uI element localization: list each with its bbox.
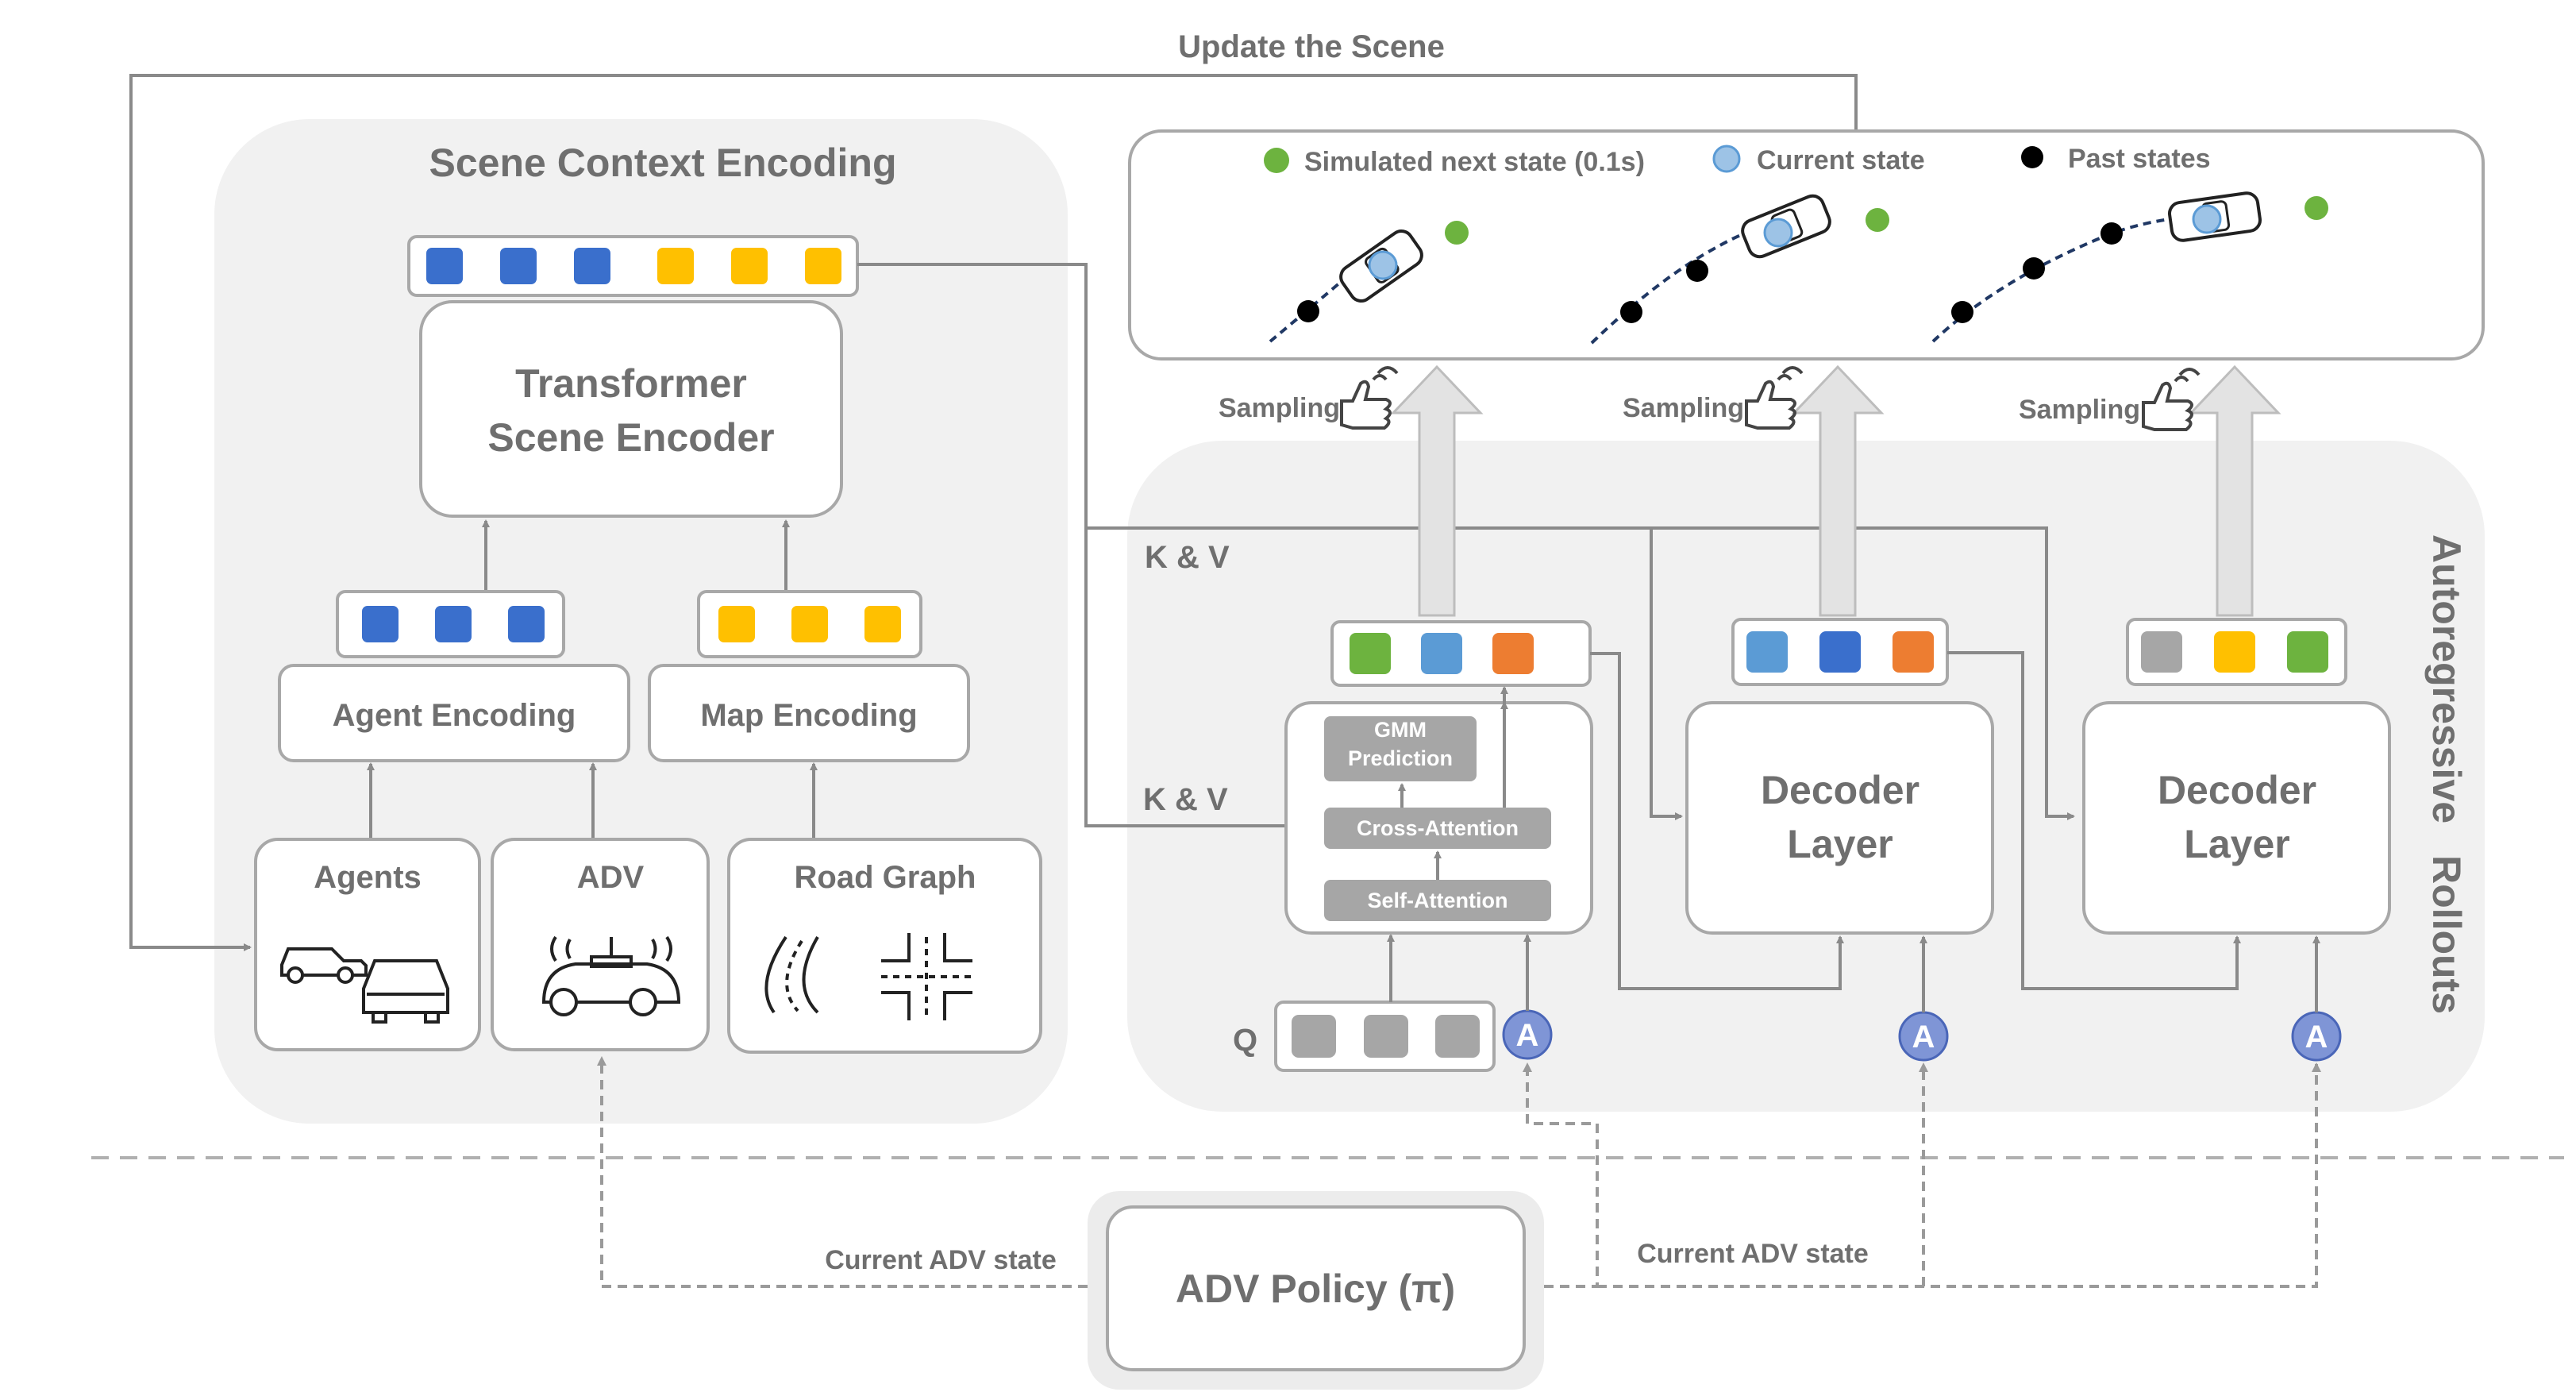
token-blue [362,606,399,642]
sampling-label-1: Sampling [1219,393,1340,423]
adv-policy-label: ADV Policy (π) [1176,1267,1455,1311]
legend-current-label: Current state [1757,145,1925,175]
kv-top-label: K & V [1145,540,1230,575]
agents-label: Agents [314,860,422,895]
token-orange [1893,631,1934,673]
state-left-label: Current ADV state [825,1245,1057,1275]
token-light-blue [1746,631,1788,673]
cross-attention-box [1324,808,1551,849]
state-to-a1-connector [1523,1062,1599,1288]
legend-past-label: Past states [2068,144,2211,174]
update-scene-connector [129,74,1858,951]
state-to-adv-connector [597,1056,1088,1288]
agent-encoding-label: Agent Encoding [333,698,576,733]
token-gray [1364,1015,1408,1058]
kv-mid-label: K & V [1143,782,1228,817]
hand-icon [1340,366,1399,430]
state-to-a3-connector [1597,1062,2321,1288]
token-light-blue [1421,633,1462,674]
token-gray [2141,631,2182,673]
decoder-layer-2-line2: Layer [1787,822,1893,866]
gmm-prediction-box [1324,716,1477,781]
agent-encoding-box [278,664,630,762]
token-yellow [657,248,694,284]
sampling-label-2: Sampling [1623,393,1744,423]
token-gray [1435,1015,1480,1058]
q-label: Q [1233,1023,1257,1058]
sampling-arrow-1 [1390,364,1484,617]
simulation-panel [1128,129,2485,361]
legend-simulated-dot [1264,148,1289,173]
token-yellow [805,248,841,284]
update-scene-label: Update the Scene [1178,29,1445,64]
autoregressive-rollouts-label: AutoregressiveRollouts [2424,534,2469,1014]
action-badge-1-label: A [1516,1018,1539,1053]
token-green [2287,631,2328,673]
encoder-label-line1: Transformer [515,361,747,406]
state-right-label: Current ADV state [1637,1239,1869,1269]
token-yellow [2214,631,2255,673]
token-blue [426,248,463,284]
map-encoding-box [648,664,970,762]
scene-context-title: Scene Context Encoding [429,141,897,185]
kv-mid-connector [857,263,1321,830]
cross-attention-label: Cross-Attention [1357,816,1519,840]
token-gray [1292,1015,1336,1058]
encoder-label-line2: Scene Encoder [487,415,774,460]
autonomous-vehicle-icon [541,935,681,1016]
road-graph-label: Road Graph [795,860,976,895]
sampling-label-3: Sampling [2019,395,2140,425]
token-green [1350,633,1391,674]
decoder2-to-layer3-connector [1947,651,2241,990]
legend-current-dot [1712,145,1741,173]
trajectory-2 [1590,194,1889,345]
self-attention-label: Self-Attention [1368,889,1508,912]
token-blue [574,248,610,284]
trajectory-3 [1931,191,2328,343]
token-blue [435,606,472,642]
decoder-layer-3 [2082,701,2391,935]
hand-icon [1745,366,1804,430]
token-blue [500,248,537,284]
kv-layer2-connector [1650,528,1683,820]
kv-top-connector [1086,526,2075,820]
action-badge-3-label: A [2305,1020,2328,1055]
decoder-layer-2-line1: Decoder [1761,768,1919,812]
map-encoding-label: Map Encoding [700,698,917,733]
decoder-layer-3-line2: Layer [2184,822,2289,866]
adv-policy-box [1106,1205,1526,1371]
token-yellow [791,606,828,642]
token-yellow [718,606,755,642]
self-attention-box [1324,880,1551,921]
trajectory-1 [1269,221,1469,343]
intersection-icon [881,933,972,1020]
token-blue [508,606,545,642]
action-badge-2-label: A [1912,1020,1935,1055]
sampling-arrow-3 [2188,364,2281,617]
cars-icon [280,947,449,1024]
transformer-scene-encoder [419,300,843,518]
token-blue [1819,631,1861,673]
token-yellow [864,606,901,642]
road-icon [764,935,819,1014]
gmm-label-line2: Prediction [1348,746,1453,770]
token-orange [1492,633,1534,674]
token-yellow [731,248,768,284]
decoder-layer-3-line1: Decoder [2158,768,2316,812]
decoder1-to-layer2-connector [1590,652,1844,990]
legend-simulated-label: Simulated next state (0.1s) [1304,147,1645,177]
encoder-output-tokens [407,235,859,297]
gmm-label-line1: GMM [1374,718,1427,742]
decoder-layer-2 [1685,701,1994,935]
sampling-arrow-2 [1791,364,1885,617]
adv-label: ADV [577,860,645,895]
legend-past-dot [2021,146,2043,168]
hand-icon [2142,368,2201,431]
